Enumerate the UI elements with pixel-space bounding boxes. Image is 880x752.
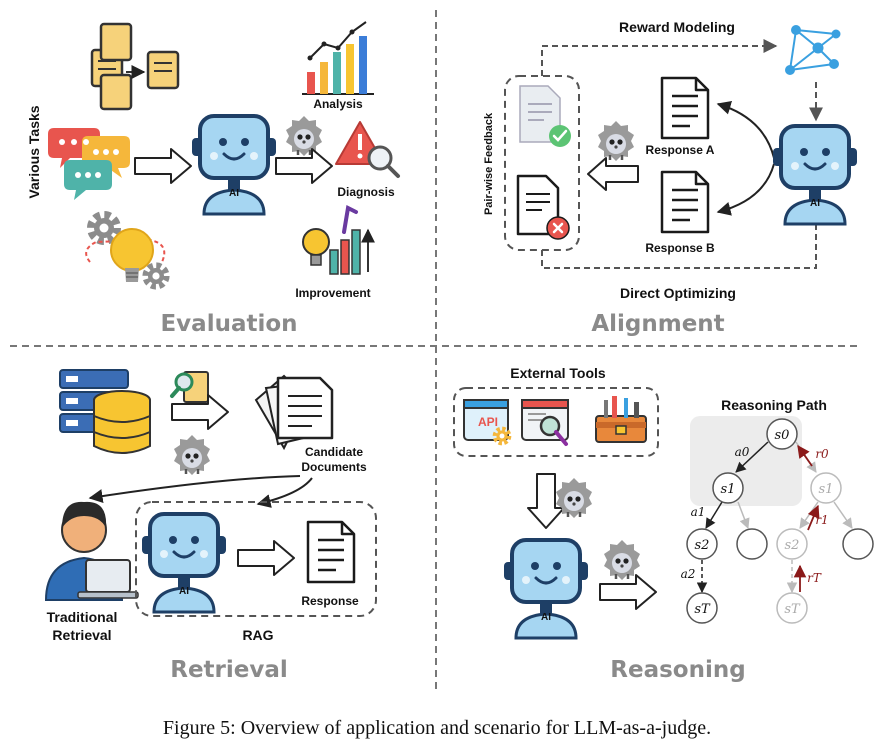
alignment-quadrant: Reward Modeling Pair-wise Feedback (483, 19, 859, 337)
responses-to-feedback-arrow (587, 157, 639, 191)
documents-flow-icon (90, 22, 180, 111)
traditional-label-line1: Traditional (47, 609, 118, 625)
robot-ai-label: AI (229, 188, 239, 199)
pairwise-feedback-box (504, 75, 580, 251)
tasks-to-ai-arrow (134, 148, 192, 184)
rag-robot (140, 512, 228, 614)
node-sT-label: sT (694, 602, 711, 617)
ai-to-path-arrow (599, 574, 657, 610)
tools-to-ai-arrow (527, 473, 565, 529)
evaluation-title: Evaluation (160, 311, 297, 337)
reasoning-robot (502, 538, 590, 640)
retrieval-title: Retrieval (170, 657, 288, 683)
rag-label: RAG (242, 627, 273, 643)
api-text: API (478, 415, 498, 429)
pairwise-feedback-label: Pair-wise Feedback (483, 112, 495, 215)
node-s2 (686, 528, 718, 560)
rag-to-response-arrow (237, 540, 295, 576)
node-s0 (766, 418, 798, 450)
node-sT (686, 592, 718, 624)
traditional-retrieval-person-icon (44, 501, 139, 601)
retrieval-quadrant: Candidate Documents Traditional Retrieva… (44, 369, 377, 683)
various-tasks-label: Various Tasks (26, 105, 42, 198)
node-sT-alt (776, 592, 808, 624)
candidate-label-line2: Documents (301, 460, 367, 474)
node-sT-alt-label: sT (784, 602, 801, 617)
reasoning-path-label: Reasoning Path (721, 397, 827, 413)
rag-box (135, 501, 377, 617)
chat-bubbles-icon (48, 128, 130, 200)
action-a1-label: a1 (691, 505, 706, 519)
direct-optimizing-label: Direct Optimizing (620, 285, 736, 301)
node-s1-alt (810, 472, 842, 504)
candidate-documents-icon (254, 374, 334, 451)
diagnosis-label: Diagnosis (337, 185, 395, 199)
node-s2-alt-label: s2 (785, 538, 800, 553)
reasoning-hedgehog-right (602, 538, 642, 582)
rag-robot-ai-label: AI (179, 586, 189, 597)
docs-to-traditional-arrow (88, 475, 301, 504)
reward-path-top (541, 39, 778, 76)
node-s1-alt-label: s1 (819, 482, 834, 497)
api-tool-icon: API (463, 399, 509, 443)
database-server-icon (59, 369, 151, 454)
response-a-doc-icon (660, 76, 710, 140)
improvement-label: Improvement (295, 286, 370, 300)
reasoning-title: Reasoning (610, 657, 745, 683)
evaluation-quadrant: Various Tasks (26, 21, 400, 337)
reward-rT-label: rT (807, 571, 822, 585)
traditional-label-line2: Retrieval (52, 627, 111, 643)
action-a0-label: a0 (735, 445, 750, 459)
alignment-robot-ai-label: AI (810, 198, 820, 209)
search-document-icon (170, 371, 209, 403)
response-a-label: Response A (646, 143, 715, 157)
alignment-robot (771, 124, 859, 226)
retrieval-hedgehog (172, 433, 212, 477)
ai-to-response-a-arrow (716, 100, 775, 159)
reward-model-network-icon (785, 25, 841, 75)
alignment-hedgehog (596, 119, 636, 163)
hedgehog-mascot (284, 114, 324, 158)
response-b-doc-icon (660, 170, 710, 234)
direct-optimizing-path (541, 206, 823, 269)
node-empty-1 (736, 528, 768, 560)
action-a2-label: a2 (681, 567, 696, 581)
analytics-tool-icon (521, 399, 569, 446)
external-tools-label: External Tools (510, 365, 606, 381)
external-tools-box (453, 387, 659, 457)
reward-r0-label: r0 (815, 447, 829, 461)
reasoning-robot-ai-label: AI (541, 612, 551, 623)
rag-response-label: Response (301, 594, 359, 608)
rag-response-doc-icon (306, 520, 356, 584)
improvement-icon (302, 205, 375, 275)
node-s0-label: s0 (775, 428, 790, 443)
analysis-chart-icon (302, 21, 374, 95)
node-s1-label: s1 (721, 482, 736, 497)
figure-caption: Figure 5: Overview of application and sc… (163, 717, 711, 739)
diagnosis-icon (335, 121, 400, 178)
node-empty-2 (842, 528, 874, 560)
node-s1 (712, 472, 744, 504)
reward-r1-label: r1 (815, 513, 828, 527)
accepted-doc-icon (519, 85, 571, 147)
rejected-doc-icon (516, 174, 570, 240)
gears-bulb-icon (85, 215, 166, 286)
analysis-label: Analysis (313, 97, 363, 111)
docs-to-rag-arrow (256, 477, 313, 508)
ai-to-response-b-arrow (716, 163, 775, 216)
reasoning-quadrant: External Tools API (453, 365, 874, 683)
reward-modeling-label: Reward Modeling (619, 19, 735, 35)
evaluation-robot (190, 114, 278, 216)
node-s2-alt (776, 528, 808, 560)
node-s2-label: s2 (695, 538, 710, 553)
alignment-title: Alignment (591, 311, 724, 337)
toolbox-icon (595, 396, 647, 443)
response-b-label: Response B (645, 241, 715, 255)
candidate-label-line1: Candidate (305, 445, 363, 459)
